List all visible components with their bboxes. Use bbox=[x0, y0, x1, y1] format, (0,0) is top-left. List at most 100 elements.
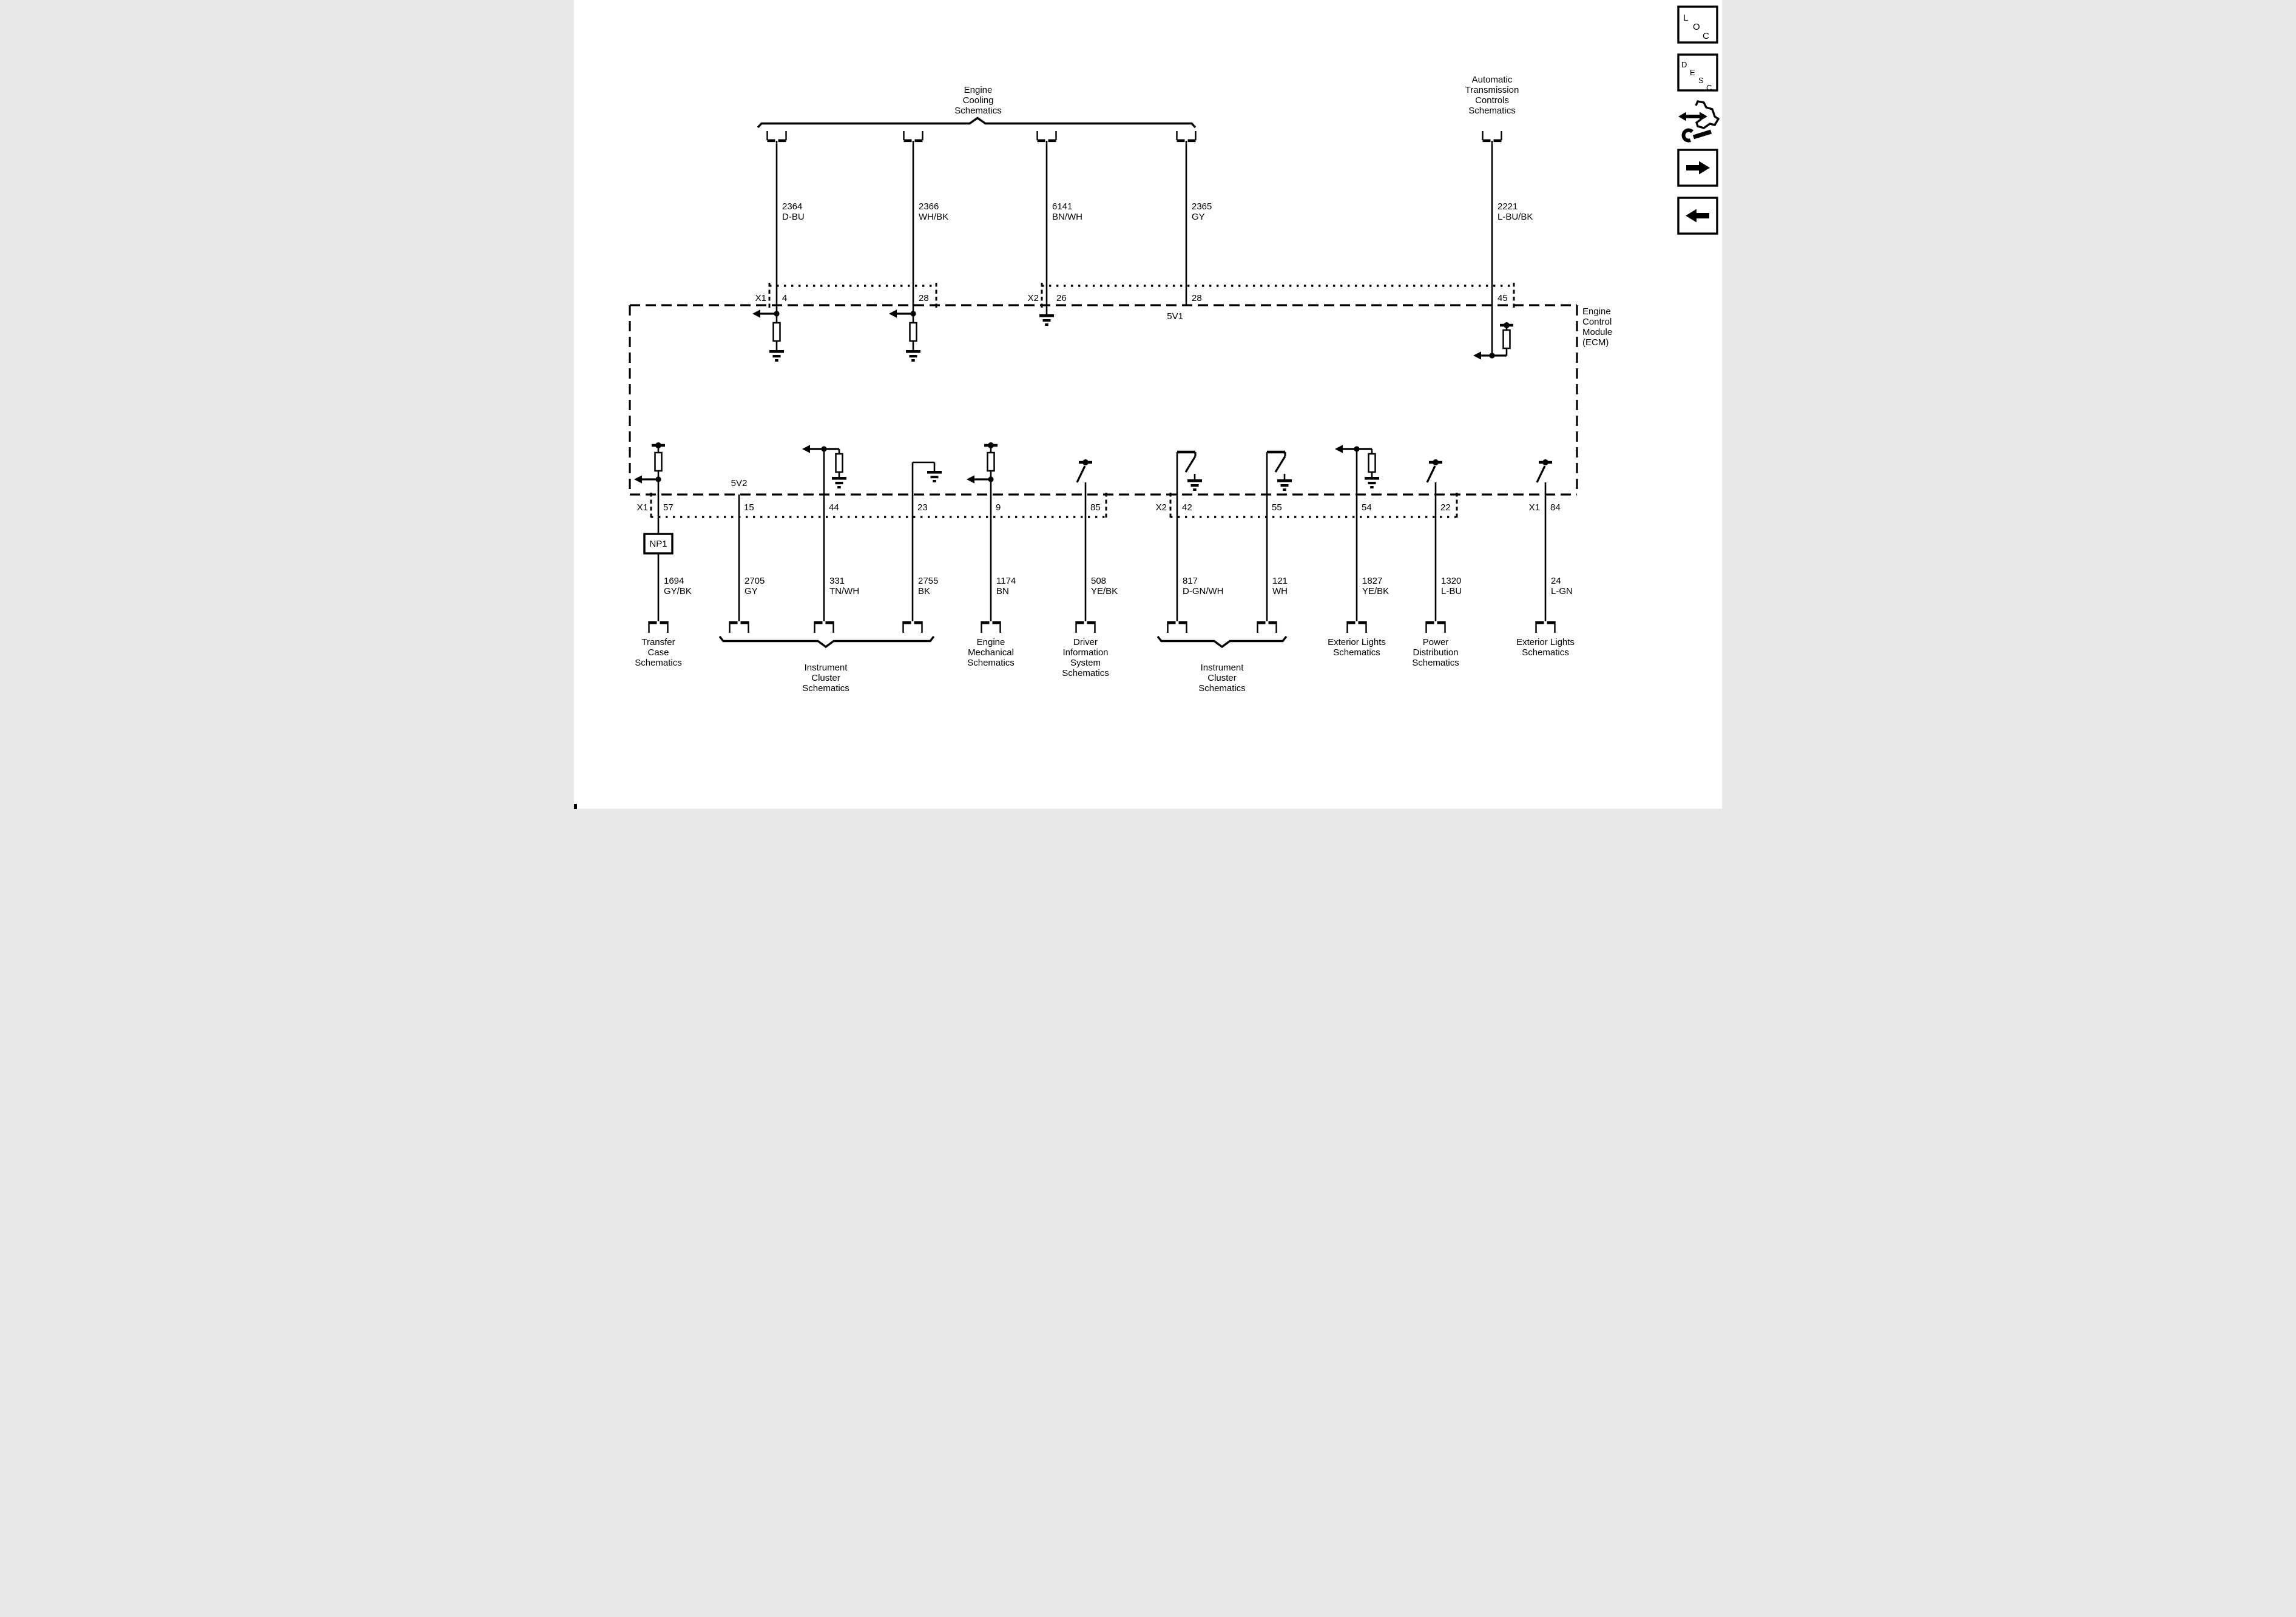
driver-information-system-schematics-link[interactable]: Driver Information System Schematics bbox=[1062, 637, 1109, 678]
dest-line[interactable]: Schematics bbox=[1333, 647, 1380, 658]
wire-color: GY/BK bbox=[664, 586, 692, 596]
automatic-transmission-controls-link[interactable]: Automatic Transmission Controls Schemati… bbox=[1465, 75, 1519, 116]
desc-letter[interactable]: S bbox=[1698, 76, 1704, 85]
dest-line[interactable]: Schematics bbox=[1062, 668, 1109, 678]
dest-line[interactable]: Transfer bbox=[641, 637, 675, 647]
instrument-cluster-brace-1 bbox=[718, 635, 935, 649]
circuit-number: 2365 bbox=[1192, 201, 1212, 212]
connector-id: X1 bbox=[637, 502, 648, 513]
dest-line[interactable]: Schematics bbox=[1412, 658, 1459, 668]
ecm-name-label: Engine Control Module (ECM) bbox=[1582, 306, 1612, 348]
title-line[interactable]: Cooling bbox=[963, 95, 994, 106]
wiring-diagram: Engine Cooling Schematics Automatic Tran… bbox=[574, 5, 1720, 809]
power-distribution-schematics-link[interactable]: Power Distribution Schematics bbox=[1412, 637, 1459, 668]
loc-letter[interactable]: O bbox=[1693, 22, 1700, 32]
desc-letter[interactable]: C bbox=[1706, 83, 1712, 92]
circuit-number: 121 bbox=[1272, 576, 1288, 586]
circuit-number: 817 bbox=[1183, 576, 1198, 586]
dest-line[interactable]: Instrument bbox=[1201, 663, 1244, 673]
ecm-internal-pin26-ground bbox=[1039, 314, 1054, 326]
circuit-number: 1694 bbox=[664, 576, 684, 586]
pin-number: 85 bbox=[1090, 502, 1101, 513]
dest-line[interactable]: Exterior Lights bbox=[1328, 637, 1386, 647]
title-line[interactable]: Schematics bbox=[1468, 106, 1516, 116]
pin-number: 57 bbox=[663, 502, 674, 513]
repair-navigate-icon[interactable] bbox=[1678, 100, 1720, 143]
circuit-number: 508 bbox=[1091, 576, 1106, 586]
desc-letter[interactable]: D bbox=[1681, 60, 1687, 69]
circuit-number: 1827 bbox=[1362, 576, 1382, 586]
dest-line[interactable]: Mechanical bbox=[968, 647, 1014, 658]
wire-labels-top: 2364 D-BU 2366 WH/BK 6141 BN/WH 2365 GY … bbox=[782, 201, 1533, 222]
off-page-connector-icons-bottom bbox=[648, 621, 1556, 633]
pin-number: 45 bbox=[1497, 293, 1508, 303]
loc-button[interactable]: L O C bbox=[1677, 5, 1718, 44]
loc-letter[interactable]: C bbox=[1703, 31, 1709, 41]
ecm-internal-pin55-switch-ground bbox=[1267, 450, 1292, 491]
pin-number: 28 bbox=[1192, 293, 1202, 303]
ecm-internal-pin9 bbox=[967, 442, 998, 484]
dest-line[interactable]: Power bbox=[1423, 637, 1449, 647]
circuit-number: 2366 bbox=[919, 201, 939, 212]
np1-label: NP1 bbox=[649, 539, 667, 549]
instrument-cluster-schematics-link-1[interactable]: Instrument Cluster Schematics bbox=[802, 663, 849, 694]
next-arrow-button[interactable] bbox=[1677, 149, 1718, 187]
dest-line[interactable]: Exterior Lights bbox=[1516, 637, 1575, 647]
title-line[interactable]: Controls bbox=[1475, 95, 1509, 106]
title-line[interactable]: Engine bbox=[964, 85, 993, 95]
loc-letter[interactable]: L bbox=[1683, 13, 1688, 23]
dest-line[interactable]: Information bbox=[1062, 647, 1108, 658]
engine-mechanical-schematics-link[interactable]: Engine Mechanical Schematics bbox=[967, 637, 1015, 668]
title-line[interactable]: Transmission bbox=[1465, 85, 1519, 95]
dest-line[interactable]: Schematics bbox=[635, 658, 682, 668]
dest-line[interactable]: Case bbox=[647, 647, 669, 658]
ecm-internal-pin22-switch bbox=[1426, 459, 1442, 483]
ecm-top-pin-row: X1 X2 4 28 26 28 45 5V1 bbox=[755, 283, 1515, 322]
ecm-internal-pin4 bbox=[752, 309, 784, 362]
net-name-5v2: 5V2 bbox=[731, 478, 748, 488]
title-line[interactable]: Schematics bbox=[954, 106, 1002, 116]
exterior-lights-schematics-link-1[interactable]: Exterior Lights Schematics bbox=[1328, 637, 1386, 658]
dest-line[interactable]: Schematics bbox=[1198, 683, 1246, 694]
wire-color: GY bbox=[1192, 212, 1205, 222]
wire-labels-bottom: 1694 GY/BK 2705 GY 331 TN/WH 2755 BK 117… bbox=[664, 576, 1573, 596]
bottom-wires bbox=[643, 449, 1547, 621]
instrument-cluster-brace-2 bbox=[1156, 635, 1288, 649]
dest-line[interactable]: Schematics bbox=[1522, 647, 1569, 658]
wire-color: BN/WH bbox=[1052, 212, 1082, 222]
ecm-internal-pin28 bbox=[889, 309, 920, 362]
circuit-number: 331 bbox=[829, 576, 845, 586]
dest-line[interactable]: Instrument bbox=[805, 663, 848, 673]
desc-button[interactable]: D E S C bbox=[1677, 53, 1718, 92]
pin-number: 44 bbox=[829, 502, 839, 513]
pin-number: 28 bbox=[919, 293, 929, 303]
off-page-connector-icon bbox=[903, 131, 923, 323]
pin-number: 23 bbox=[917, 502, 928, 513]
wire-color: YE/BK bbox=[1091, 586, 1118, 596]
wire-color: D-BU bbox=[782, 212, 805, 222]
wire-color: D-GN/WH bbox=[1183, 586, 1224, 596]
pin-number: 15 bbox=[744, 502, 754, 513]
circuit-number: 2705 bbox=[745, 576, 765, 586]
pin-number: 26 bbox=[1056, 293, 1067, 303]
engine-cooling-schematics-link[interactable]: Engine Cooling Schematics bbox=[954, 85, 1002, 116]
wire-color: BN bbox=[996, 586, 1009, 596]
dest-line[interactable]: Schematics bbox=[802, 683, 849, 694]
transfer-case-schematics-link[interactable]: Transfer Case Schematics bbox=[635, 637, 682, 668]
instrument-cluster-schematics-link-2[interactable]: Instrument Cluster Schematics bbox=[1198, 663, 1246, 694]
dest-line[interactable]: Engine bbox=[977, 637, 1005, 647]
dest-line[interactable]: Driver bbox=[1073, 637, 1098, 647]
title-line[interactable]: Automatic bbox=[1472, 75, 1513, 85]
exterior-lights-schematics-link-2[interactable]: Exterior Lights Schematics bbox=[1516, 637, 1575, 658]
ecm-boundary bbox=[629, 304, 1578, 496]
dest-line[interactable]: Cluster bbox=[1207, 673, 1237, 683]
dest-line[interactable]: System bbox=[1070, 658, 1101, 668]
dest-line[interactable]: Distribution bbox=[1413, 647, 1458, 658]
connector-id: X2 bbox=[1156, 502, 1167, 513]
back-arrow-button[interactable] bbox=[1677, 197, 1718, 235]
desc-letter[interactable]: E bbox=[1690, 68, 1695, 77]
pin-number: 42 bbox=[1182, 502, 1192, 513]
dest-line[interactable]: Schematics bbox=[967, 658, 1015, 668]
dest-line[interactable]: Cluster bbox=[811, 673, 840, 683]
wire-color: L-GN bbox=[1551, 586, 1573, 596]
